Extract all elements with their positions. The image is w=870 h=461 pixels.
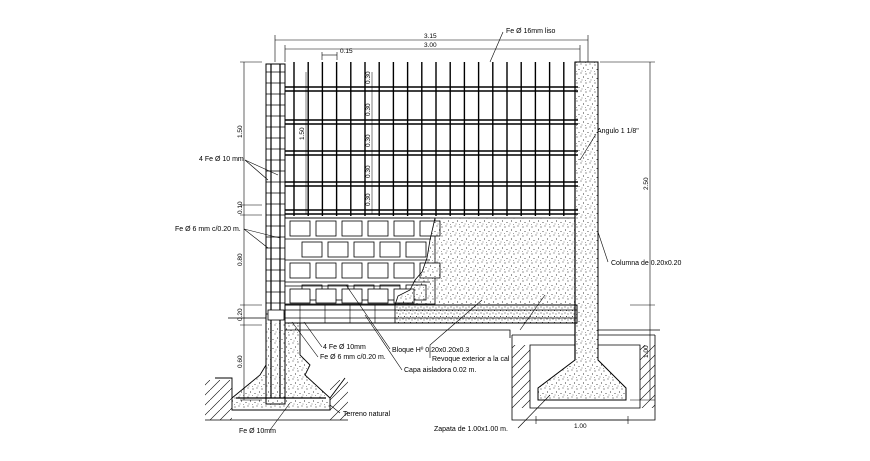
block [367,220,389,237]
dim-right-2-50: 2.50 [643,177,650,190]
block [405,241,427,258]
block [393,262,415,279]
dim-grid-1-50: 1.50 [299,127,306,140]
grid-dimension-lines [305,72,373,214]
block [379,241,401,258]
dim-total-width: 3.15 [424,33,437,40]
label-columna: Columna de 0.20x0.20 [611,260,682,267]
left-earth-hatch [205,380,348,421]
label-terreno: Terreno natural [343,411,391,418]
block [289,288,311,304]
right-column [537,61,627,401]
block [341,220,363,237]
block [289,262,311,279]
dim-grid-0-30-e: 0.30 [365,193,372,206]
block [301,241,323,258]
leader-lines [243,133,609,431]
label-zapata: Zapata de 1.00x1.00 m. [434,426,508,433]
right-dimension-lines [535,61,655,424]
label-fe6-bottom: Fe Ø 6 mm c/0.20 m. [320,354,386,361]
dim-left-0-80: 0.80 [237,253,244,266]
label-fe10-footer: Fe Ø 10mm [239,428,276,435]
label-revoque: Revoque exterior a la cal [432,356,510,363]
block [341,288,363,304]
dim-left-0-60: 0.60 [237,355,244,368]
dim-bar-spacing: 0.15 [340,48,353,55]
label-bloque: Bloque Hº 0.20x0.20x0.3 [392,347,469,354]
block [327,241,349,258]
block [289,220,311,237]
dim-footing-width: 1.00 [574,423,587,430]
block [393,220,415,237]
dim-right-1-00: 1.00 [643,345,650,358]
label-fe6-top: Fe Ø 6 mm c/0.20 m. [175,226,241,233]
dim-grid-0-30-b: 0.30 [365,103,372,116]
railing-grid [284,62,578,216]
block [353,241,375,258]
left-dimension-lines [240,61,262,401]
dim-left-0-10: 0.10 [237,201,244,214]
ground-line [228,317,660,338]
label-fe16-liso: Fe Ø 16mm liso [506,28,556,35]
dim-grid-0-30-d: 0.30 [365,165,372,178]
dim-left-0-20: 0.20 [237,308,244,321]
block [367,262,389,279]
right-earth-hatch [512,345,655,408]
dim-grid-0-30-a: 0.30 [365,71,372,84]
dim-inner-width: 3.00 [424,42,437,49]
block [315,262,337,279]
block [341,262,363,279]
top-dimension-lines [274,35,589,62]
bond-beam [267,304,578,324]
dim-left-1-50: 1.50 [237,125,244,138]
leader-fe16 [489,31,504,63]
left-footing [215,322,346,411]
label-capa: Capa aisladora 0.02 m. [404,367,476,374]
label-fe10-bottom: 4 Fe Ø 10mm [323,344,366,351]
label-fe10-top: 4 Fe Ø 10 mm [199,156,244,163]
block [315,288,337,304]
block [367,288,389,304]
block [315,220,337,237]
label-angulo: Angulo 1 1/8" [597,128,639,135]
dim-grid-0-30-c: 0.30 [365,134,372,147]
